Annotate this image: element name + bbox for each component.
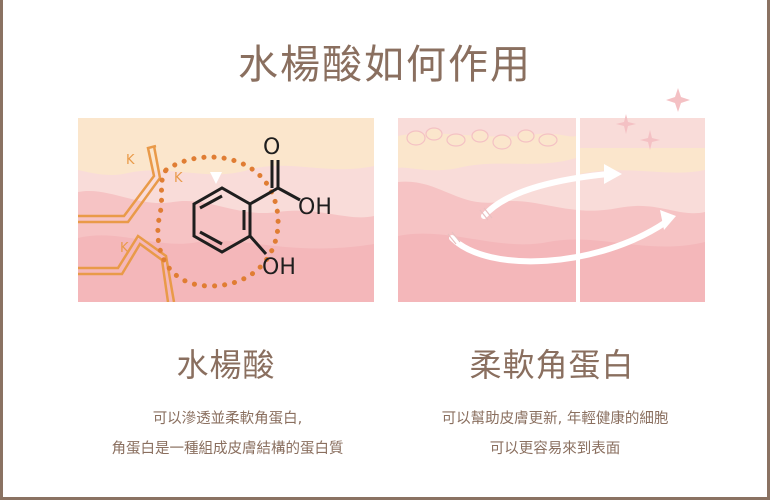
description-line: 角蛋白是一種組成皮膚結構的蛋白質 [111,441,344,457]
salicylic-acid-heading: 水楊酸 [176,346,276,384]
sparkle-icon [616,88,690,150]
keratin-label: K [120,241,129,256]
description-line: 可以幫助皮膚更新, 年輕健康的細胞 [441,411,669,427]
description-line: 可以更容易來到表面 [489,441,621,457]
hydroxyl-label: OH [298,195,332,220]
description-line: 可以滲透並柔軟角蛋白, [152,411,303,427]
oxygen-label: O [263,135,280,160]
hydroxyl-label: OH [262,255,296,280]
keratin-label: K [126,153,135,168]
keratin-label: K [174,171,183,186]
salicylic-acid-illustration: K K K O OH OH [78,118,374,303]
skin-cross-section-right [398,118,705,302]
skin-cross-section-left: K K K O OH OH [78,118,374,303]
soften-keratin-heading: 柔軟角蛋白 [469,346,635,384]
softened-keratin-illustration [398,118,705,302]
soften-keratin-description: 可以幫助皮膚更新, 年輕健康的細胞 可以更容易來到表面 [400,404,710,464]
page-title: 水楊酸如何作用 [238,42,532,88]
salicylic-acid-description: 可以滲透並柔軟角蛋白, 角蛋白是一種組成皮膚結構的蛋白質 [60,404,395,464]
